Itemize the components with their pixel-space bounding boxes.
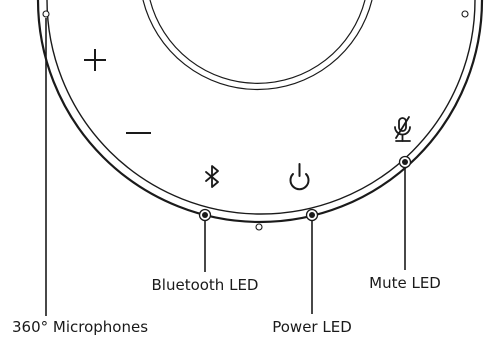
microphone-mute-icon[interactable] bbox=[394, 116, 411, 142]
bluetooth-led bbox=[198, 208, 212, 222]
microphone-holes bbox=[42, 10, 469, 231]
bluetooth-icon[interactable] bbox=[205, 165, 219, 188]
inner-rim bbox=[46, 0, 476, 215]
power-icon[interactable] bbox=[289, 163, 310, 191]
mute-led bbox=[398, 155, 412, 169]
speaker-dome bbox=[142, 0, 373, 90]
device-body bbox=[36, 0, 484, 224]
leader-lines bbox=[45, 18, 406, 316]
speaker-dome-inner bbox=[149, 0, 366, 84]
microphone-hole bbox=[255, 223, 263, 231]
microphone-hole bbox=[461, 10, 469, 18]
label-bluetooth-led: Bluetooth LED bbox=[152, 276, 259, 294]
speaker-dome-outer bbox=[142, 0, 373, 90]
label-microphones: 360° Microphones bbox=[12, 318, 148, 336]
outer-rim bbox=[36, 0, 484, 224]
microphone-hole bbox=[42, 10, 50, 18]
power-led bbox=[305, 208, 319, 222]
volume-up-button[interactable] bbox=[84, 49, 106, 71]
label-power-led: Power LED bbox=[272, 318, 352, 336]
label-mute-led: Mute LED bbox=[369, 274, 441, 292]
